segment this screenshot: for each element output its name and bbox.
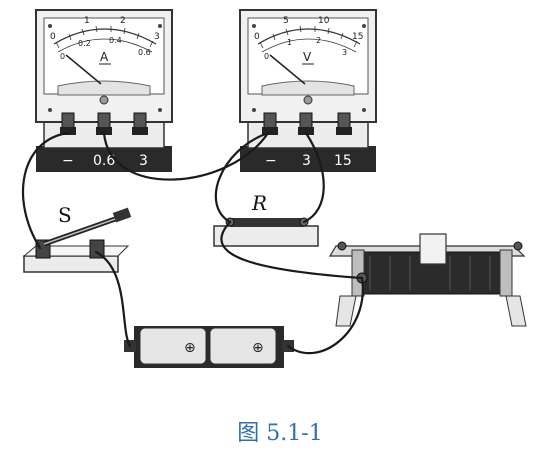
wire-switch-to-battery: [94, 250, 132, 348]
resistor: R: [213, 191, 319, 247]
switch-handle[interactable]: [112, 207, 132, 223]
voltmeter-terminal-label-3: 3: [302, 153, 311, 169]
wires: [21, 131, 364, 355]
ammeter-terminal-3[interactable]: [132, 112, 148, 135]
voltmeter-scale-outer-0: 0: [254, 32, 260, 42]
ammeter-terminal-label-0-6: 0.6: [93, 153, 115, 169]
rheostat: [328, 233, 527, 327]
switch-label: S: [58, 203, 72, 227]
wire-ammeter-neg-to-switch: [21, 131, 70, 250]
ammeter-unit: A: [100, 50, 109, 64]
voltmeter-terminal-negative[interactable]: [262, 112, 278, 135]
voltmeter-needle: [269, 54, 306, 85]
battery-cell-2: [209, 327, 277, 365]
voltmeter-scale-inner-0: 0: [264, 52, 269, 61]
wire-voltmeter-neg-to-resistor: [214, 131, 270, 224]
ammeter-scale-inner-1: 0.2: [78, 39, 91, 48]
battery-plus-icon-2: ⊕: [252, 340, 264, 356]
battery-cell-1: [139, 327, 207, 365]
ammeter-needle: [65, 54, 102, 85]
resistor-label: R: [251, 191, 267, 215]
voltmeter-scale-inner-2: 2: [316, 36, 321, 45]
battery-plus-icon-1: ⊕: [184, 340, 196, 356]
ammeter-terminal-label-negative: −: [62, 153, 74, 169]
wire-voltmeter-3-to-resistor: [302, 131, 325, 224]
voltmeter-base: [240, 146, 376, 172]
wire-resistor-to-rheostat: [220, 220, 364, 280]
ammeter-terminal-0-6[interactable]: [96, 112, 112, 135]
voltmeter-terminal-label-15: 15: [334, 153, 352, 169]
rheostat-slider[interactable]: [419, 233, 447, 265]
ammeter: 0 1 2 3 0 0.2 0.4 0.6 A − 0.6 3: [35, 9, 173, 172]
ammeter-scale-inner-0: 0: [60, 52, 65, 61]
voltmeter-terminal-15[interactable]: [336, 112, 352, 135]
voltmeter-terminal-label-negative: −: [265, 153, 277, 169]
battery-pack: ⊕ ⊕: [124, 326, 294, 368]
switch[interactable]: S: [22, 203, 132, 273]
ammeter-base: [36, 146, 172, 172]
ammeter-scale-outer-3: 3: [154, 32, 160, 42]
voltmeter-terminal-3[interactable]: [298, 112, 314, 135]
voltmeter: 0 5 10 15 0 1 2 3 V − 3 15: [239, 9, 377, 172]
voltmeter-scale-inner-3: 3: [342, 48, 347, 57]
voltmeter-scale-outer-1: 5: [283, 16, 289, 26]
ammeter-scale-outer-0: 0: [50, 32, 56, 42]
voltmeter-scale-arc: [257, 28, 361, 45]
voltmeter-scale-outer-3: 15: [352, 32, 363, 42]
ammeter-terminal-label-3: 3: [139, 153, 148, 169]
voltmeter-unit: V: [303, 50, 312, 64]
ammeter-scale-outer-2: 2: [120, 16, 126, 26]
ammeter-scale-outer-1: 1: [84, 16, 90, 26]
ammeter-terminal-negative[interactable]: [60, 112, 76, 135]
voltmeter-zero-adjust-icon: [303, 95, 313, 105]
wire-ammeter-06-to-voltmeter: [102, 131, 270, 181]
voltmeter-scale-outer-2: 10: [318, 16, 330, 26]
ammeter-zero-adjust-icon: [99, 95, 109, 105]
ammeter-scale-arc: [53, 28, 157, 45]
figure-caption: 图 5.1-1: [237, 421, 322, 446]
voltmeter-scale-inner-1: 1: [287, 38, 292, 47]
wire-battery-to-rheostat: [286, 276, 364, 355]
ammeter-scale-inner-3: 0.6: [138, 48, 151, 57]
ammeter-scale-inner-2: 0.4: [109, 36, 122, 45]
